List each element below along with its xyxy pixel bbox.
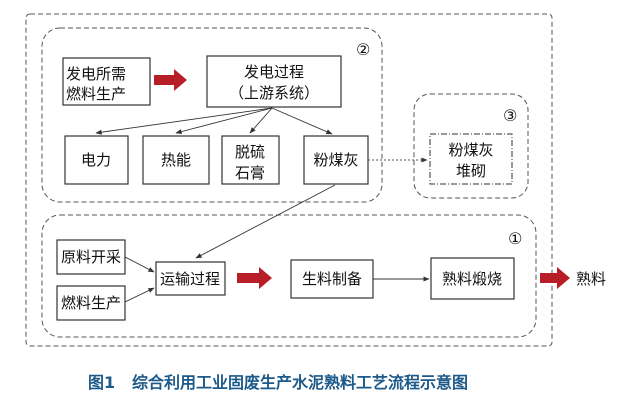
arrow-fly-ash-to-transport [195, 184, 336, 259]
arrow-fuel-to-transport [124, 287, 155, 303]
svg-text:燃料生产: 燃料生产 [66, 85, 126, 103]
figure-number: 图1 [88, 373, 115, 392]
arrow-to-fly-ash [271, 107, 333, 135]
node-raw-material-mining: 原料开采 [56, 239, 126, 275]
outer-frame [25, 13, 553, 347]
node-power-generation: 发电过程 （上游系统） [206, 55, 342, 108]
svg-text:粉煤灰: 粉煤灰 [448, 141, 493, 159]
arrow-to-gypsum [249, 107, 273, 134]
node-clinker-output: 熟料 [576, 270, 606, 288]
node-heat: 热能 [142, 135, 210, 185]
svg-text:堆砌: 堆砌 [456, 162, 486, 180]
svg-text:（上游系统）: （上游系统） [229, 84, 319, 102]
group-cement-frame [41, 214, 537, 338]
main-flow-arrow-2 [237, 267, 272, 289]
svg-text:热能: 热能 [161, 151, 191, 169]
group-upstream-frame [41, 27, 383, 203]
arrow-mining-to-transport [124, 256, 155, 273]
svg-text:发电所需: 发电所需 [66, 65, 126, 83]
group-cement-badge: ① [508, 229, 522, 248]
svg-text:脱硫: 脱硫 [235, 143, 265, 161]
figure-title: 综合利用工业固废生产水泥熟料工艺流程示意图 [132, 373, 468, 392]
group-stacking-badge: ③ [503, 106, 517, 125]
node-clinker-calcination: 熟料煅烧 [430, 257, 515, 300]
main-flow-arrow-1 [154, 69, 187, 91]
svg-text:燃料生产: 燃料生产 [61, 294, 121, 312]
svg-text:电力: 电力 [81, 151, 111, 169]
node-fly-ash: 粉煤灰 [303, 135, 369, 185]
arrow-to-heat [175, 107, 273, 135]
svg-text:粉煤灰: 粉煤灰 [313, 151, 358, 169]
arrow-to-electricity [95, 107, 273, 135]
node-raw-meal-prep: 生料制备 [290, 259, 374, 299]
svg-text:石膏: 石膏 [235, 164, 265, 182]
node-transport: 运输过程 [155, 261, 226, 296]
svg-text:原料开采: 原料开采 [61, 248, 121, 266]
node-desulfurization-gypsum: 脱硫 石膏 [221, 135, 280, 185]
svg-text:运输过程: 运输过程 [160, 270, 220, 288]
node-fuel-production: 燃料生产 [56, 285, 126, 321]
group-stacking-frame [413, 93, 529, 199]
node-electricity: 电力 [64, 135, 129, 185]
svg-text:熟料煅烧: 熟料煅烧 [442, 270, 502, 288]
svg-text:生料制备: 生料制备 [302, 270, 362, 288]
node-fuel-for-power: 发电所需 燃料生产 [62, 57, 151, 106]
svg-text:发电过程: 发电过程 [244, 63, 304, 81]
main-flow-arrow-3 [540, 267, 570, 289]
group-upstream-badge: ② [356, 40, 370, 59]
node-fly-ash-stacking: 粉煤灰 堆砌 [429, 133, 513, 185]
